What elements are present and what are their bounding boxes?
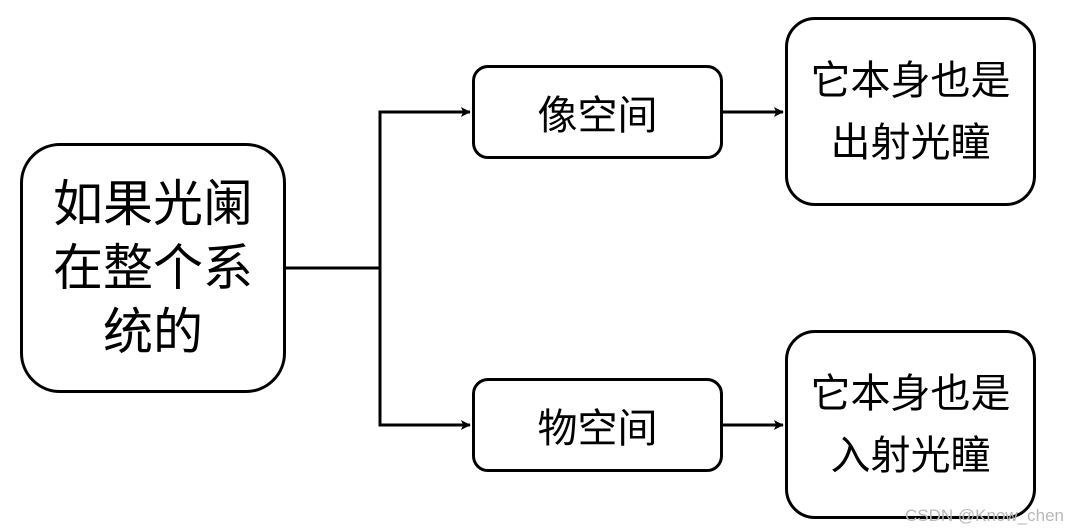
entrance-pupil-node: 它本身也是 入射光瞳 [785,330,1036,519]
entrance-pupil-label: 它本身也是 入射光瞳 [810,370,1011,479]
image-space-node: 像空间 [472,65,723,159]
object-space-node: 物空间 [472,378,723,472]
root-condition-node: 如果光阑 在整个系 统的 [20,143,286,393]
watermark-text: CSDN @Know_chen [905,506,1064,525]
arrow-root-to-image-space [378,107,471,268]
root-condition-label: 如果光阑 在整个系 统的 [53,175,253,361]
image-space-label: 像空间 [537,93,658,139]
arrow-root-to-object-space [378,268,471,430]
object-space-label: 物空间 [537,406,658,452]
exit-pupil-node: 它本身也是 出射光瞳 [785,17,1036,206]
exit-pupil-label: 它本身也是 出射光瞳 [810,57,1011,166]
